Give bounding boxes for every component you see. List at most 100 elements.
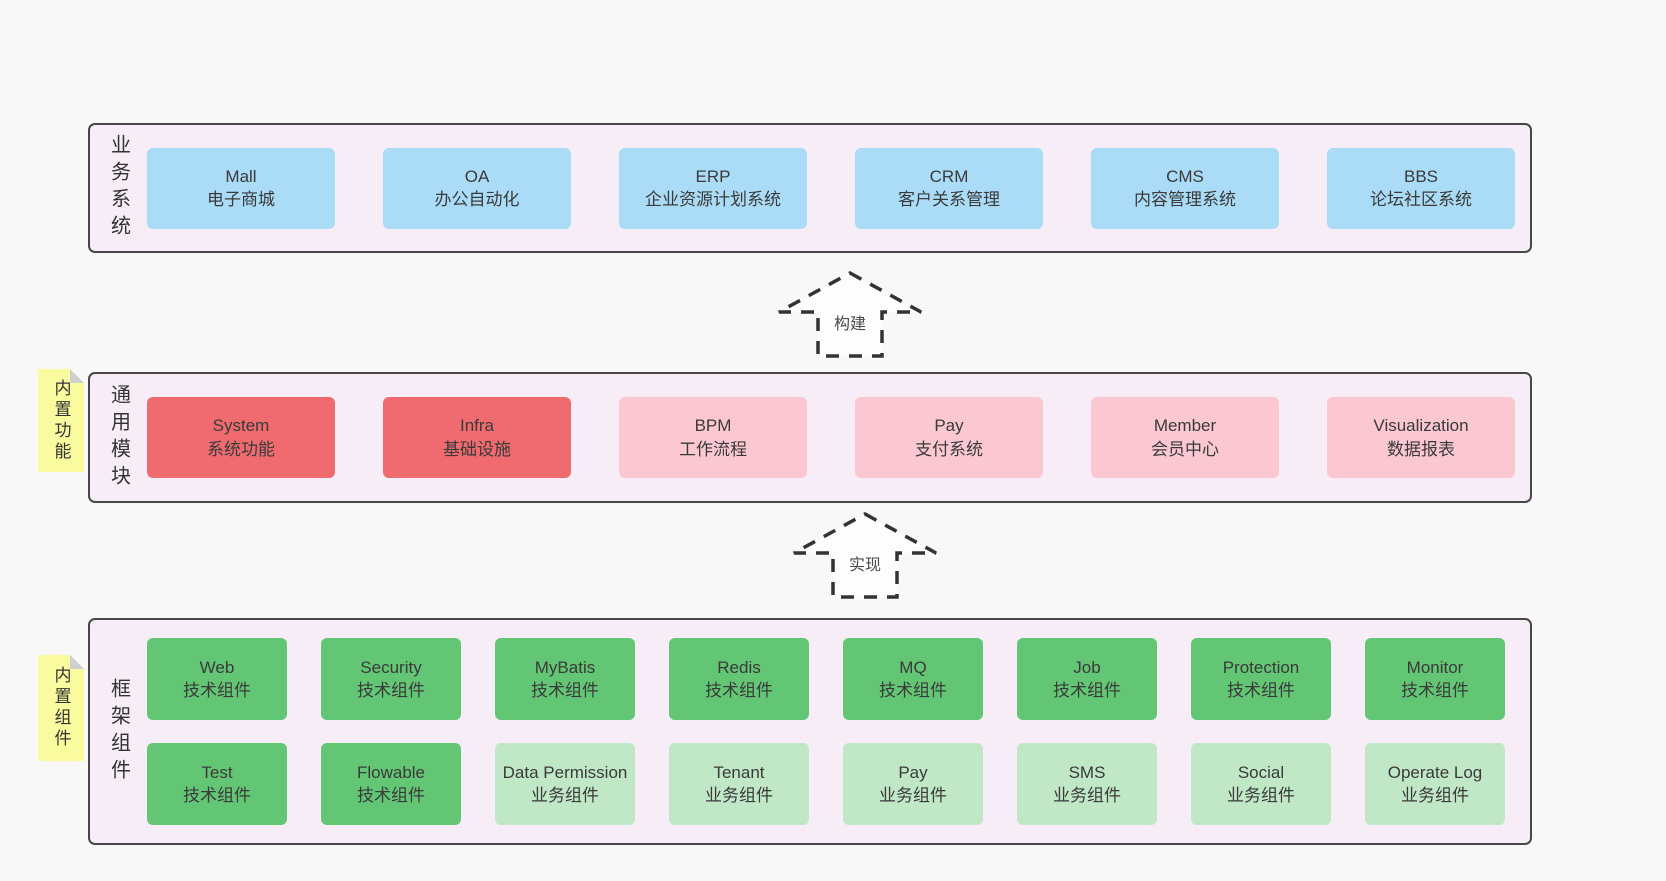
band-framework-components: 框架组件 Web 技术组件 Security 技术组件 MyBatis 技术组件… [88, 618, 1532, 845]
box-security: Security 技术组件 [321, 638, 461, 720]
box-visualization-zh: 数据报表 [1387, 439, 1455, 459]
box-crm: CRM 客户关系管理 [855, 147, 1043, 229]
box-web-zh: 技术组件 [183, 681, 251, 700]
framework-row-2: Test 技术组件 Flowable 技术组件 Data Permission … [147, 743, 1505, 825]
box-oa-en: OA [464, 166, 490, 186]
box-operate-log-zh: 业务组件 [1401, 786, 1469, 805]
module-boxes-row: System 系统功能 Infra 基础设施 BPM 工作流程 Pay 支付系统… [147, 374, 1534, 501]
box-security-en: Security [360, 657, 422, 677]
box-test: Test 技术组件 [147, 743, 287, 825]
box-flowable-en: Flowable [356, 762, 426, 782]
box-bpm: BPM 工作流程 [619, 397, 807, 478]
box-job-en: Job [1073, 657, 1101, 677]
box-operate-log: Operate Log 业务组件 [1365, 743, 1505, 825]
box-bpm-en: BPM [694, 416, 732, 436]
box-member: Member 会员中心 [1091, 397, 1279, 478]
box-monitor-en: Monitor [1406, 657, 1464, 677]
box-mall: Mall 电子商城 [147, 147, 335, 229]
sticky-note-built-in-features: 内置功能 [38, 369, 84, 472]
box-erp-zh: 企业资源计划系统 [645, 190, 781, 209]
box-tenant: Tenant 业务组件 [669, 743, 809, 825]
box-system-en: System [212, 416, 270, 436]
band-business-label: 业务系统 [107, 134, 130, 242]
box-erp: ERP 企业资源计划系统 [619, 147, 807, 229]
box-mq: MQ 技术组件 [843, 638, 983, 720]
box-flowable-zh: 技术组件 [357, 786, 425, 805]
box-bpm-zh: 工作流程 [679, 439, 747, 459]
box-pay-biz: Pay 业务组件 [843, 743, 983, 825]
box-job: Job 技术组件 [1017, 638, 1157, 720]
box-mq-zh: 技术组件 [879, 681, 947, 700]
box-flowable: Flowable 技术组件 [321, 743, 461, 825]
arrow-implement-up: 实现 [790, 511, 940, 601]
box-mybatis-zh: 技术组件 [531, 681, 599, 700]
framework-row-1: Web 技术组件 Security 技术组件 MyBatis 技术组件 Redi… [147, 638, 1505, 720]
box-cms-en: CMS [1166, 166, 1204, 186]
box-protection-zh: 技术组件 [1227, 681, 1295, 700]
box-mybatis-en: MyBatis [534, 657, 596, 677]
box-redis-zh: 技术组件 [705, 681, 773, 700]
box-web: Web 技术组件 [147, 638, 287, 720]
box-visualization-en: Visualization [1373, 416, 1469, 436]
box-sms-en: SMS [1068, 762, 1106, 782]
box-oa-zh: 办公自动化 [434, 190, 520, 209]
box-protection: Protection 技术组件 [1191, 638, 1331, 720]
box-data-permission-en: Data Permission [502, 762, 628, 782]
box-pay-biz-en: Pay [898, 762, 928, 782]
box-member-zh: 会员中心 [1151, 439, 1219, 459]
business-boxes-row: Mall 电子商城 OA 办公自动化 ERP 企业资源计划系统 CRM 客户关系… [147, 125, 1534, 251]
box-protection-en: Protection [1222, 657, 1300, 677]
box-infra-zh: 基础设施 [443, 439, 511, 459]
box-tenant-en: Tenant [713, 762, 765, 782]
box-social-zh: 业务组件 [1227, 786, 1295, 805]
box-crm-zh: 客户关系管理 [898, 190, 1000, 209]
band-label-column: 框架组件 [90, 620, 147, 843]
box-redis: Redis 技术组件 [669, 638, 809, 720]
box-pay-en: Pay [934, 416, 964, 436]
box-bbs-zh: 论坛社区系统 [1370, 190, 1472, 209]
box-mall-en: Mall [225, 166, 257, 186]
band-label-column: 通用模块 [90, 374, 147, 501]
box-oa: OA 办公自动化 [383, 147, 571, 229]
box-security-zh: 技术组件 [357, 681, 425, 700]
box-monitor-zh: 技术组件 [1401, 681, 1469, 700]
box-cms-zh: 内容管理系统 [1134, 190, 1236, 209]
box-tenant-zh: 业务组件 [705, 786, 773, 805]
box-erp-en: ERP [695, 166, 731, 186]
framework-boxes-grid: Web 技术组件 Security 技术组件 MyBatis 技术组件 Redi… [147, 620, 1533, 843]
band-common-modules: 通用模块 System 系统功能 Infra 基础设施 BPM 工作流程 Pay… [88, 372, 1532, 503]
box-test-en: Test [201, 762, 233, 782]
box-job-zh: 技术组件 [1053, 681, 1121, 700]
box-redis-en: Redis [717, 657, 761, 677]
band-modules-label: 通用模块 [107, 383, 130, 492]
box-social: Social 业务组件 [1191, 743, 1331, 825]
box-system-zh: 系统功能 [207, 439, 275, 459]
box-data-permission: Data Permission 业务组件 [495, 743, 635, 825]
box-visualization: Visualization 数据报表 [1327, 397, 1515, 478]
band-framework-label: 框架组件 [107, 677, 130, 786]
arrow-build-label: 构建 [775, 310, 925, 334]
box-mq-en: MQ [899, 657, 927, 677]
sticky-note-built-in-components: 内置组件 [38, 655, 84, 761]
up-arrow-icon [778, 271, 922, 358]
box-member-en: Member [1153, 416, 1217, 436]
box-bbs: BBS 论坛社区系统 [1327, 147, 1515, 229]
box-test-zh: 技术组件 [183, 786, 251, 805]
arrow-implement-label: 实现 [790, 551, 940, 575]
box-infra: Infra 基础设施 [383, 397, 571, 478]
box-social-en: Social [1237, 762, 1285, 782]
box-pay-biz-zh: 业务组件 [879, 786, 947, 805]
box-sms-zh: 业务组件 [1053, 786, 1121, 805]
box-pay: Pay 支付系统 [855, 397, 1043, 478]
box-monitor: Monitor 技术组件 [1365, 638, 1505, 720]
band-business-systems: 业务系统 Mall 电子商城 OA 办公自动化 ERP 企业资源计划系统 CRM… [88, 123, 1532, 253]
box-mall-zh: 电子商城 [207, 190, 275, 209]
box-cms: CMS 内容管理系统 [1091, 147, 1279, 229]
sticky-features-label: 内置功能 [51, 378, 71, 463]
box-crm-en: CRM [929, 166, 969, 186]
box-sms: SMS 业务组件 [1017, 743, 1157, 825]
box-bbs-en: BBS [1403, 166, 1439, 186]
band-label-column: 业务系统 [90, 125, 147, 251]
box-web-en: Web [199, 657, 235, 677]
